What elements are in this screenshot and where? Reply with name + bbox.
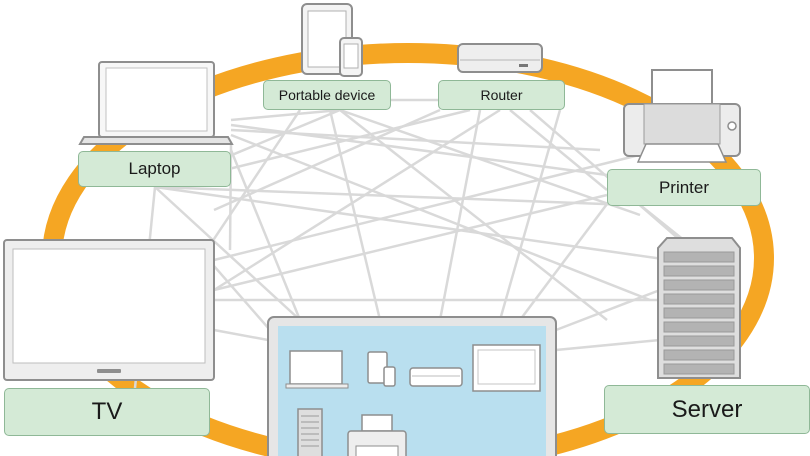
connection-lines [133,98,701,389]
printer-icon [623,69,741,163]
mini-tv-icon [472,344,541,392]
mini-tablet-phone-icon [367,351,396,387]
printer-label: Printer [607,169,761,206]
router-icon [457,43,543,73]
computer-monitor-icon [267,316,557,456]
mini-printer-icon [347,414,407,456]
router-label: Router [438,80,565,110]
laptop-icon [78,61,234,145]
mini-router-icon [409,367,463,387]
mini-server-icon [297,408,323,456]
laptop-label: Laptop [78,151,231,187]
server-icon [657,237,741,379]
tv-label: TV [4,388,210,436]
portable-device-label: Portable device [263,80,391,110]
mini-laptop-icon [285,350,349,389]
tablet-phone-icon [301,3,363,77]
tv-icon [3,239,215,381]
server-label: Server [604,385,810,434]
